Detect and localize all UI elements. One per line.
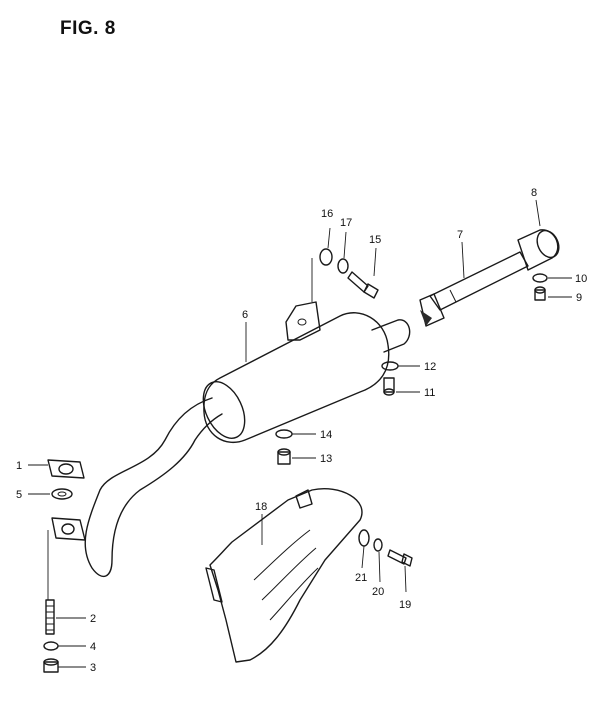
callout-8: 8 — [531, 187, 537, 199]
washer-4 — [43, 641, 59, 651]
callout-7: 7 — [457, 229, 463, 241]
callout-14: 14 — [320, 429, 332, 441]
nut-13 — [277, 448, 291, 465]
washer-14 — [275, 429, 293, 439]
callout-4: 4 — [90, 641, 96, 653]
callout-20: 20 — [372, 586, 384, 598]
callout-10: 10 — [575, 273, 587, 285]
washer-17 — [337, 258, 349, 274]
bolt-9 — [534, 286, 546, 301]
nut-3 — [43, 658, 59, 673]
tail-cap-8 — [517, 229, 560, 271]
callout-16: 16 — [321, 208, 333, 220]
callout-9: 9 — [576, 292, 582, 304]
callout-18: 18 — [255, 501, 267, 513]
washer-16 — [319, 248, 333, 266]
bolt-15 — [347, 271, 379, 299]
figure-title: FIG. 8 — [60, 18, 116, 39]
callout-11: 11 — [424, 387, 435, 399]
callout-17: 17 — [340, 217, 352, 229]
washer-12 — [381, 361, 399, 371]
washer-20 — [373, 538, 383, 552]
heat-shield-18 — [205, 488, 363, 663]
stud-2 — [45, 599, 55, 635]
callout-15: 15 — [369, 234, 381, 246]
callout-6: 6 — [242, 309, 248, 321]
callout-2: 2 — [90, 613, 96, 625]
callout-1: 1 — [16, 460, 22, 472]
callout-numbers: 1 2 3 4 5 6 7 8 9 10 11 12 13 14 15 16 1… — [16, 187, 587, 674]
callout-3: 3 — [90, 662, 96, 674]
gasket-1 — [47, 459, 85, 479]
callout-19: 19 — [399, 599, 411, 611]
washer-21 — [358, 529, 370, 547]
callout-12: 12 — [424, 361, 436, 373]
bolt-11 — [383, 377, 395, 396]
callout-13: 13 — [320, 453, 332, 465]
washer-5 — [51, 488, 73, 500]
bolt-19 — [387, 549, 413, 567]
muffler-6 — [202, 301, 411, 444]
exhaust-pipe — [51, 397, 223, 578]
inner-pipe-7 — [419, 251, 529, 327]
leader-lines — [28, 199, 572, 668]
callout-5: 5 — [16, 489, 22, 501]
callout-21: 21 — [355, 572, 367, 584]
washer-10 — [532, 273, 548, 283]
